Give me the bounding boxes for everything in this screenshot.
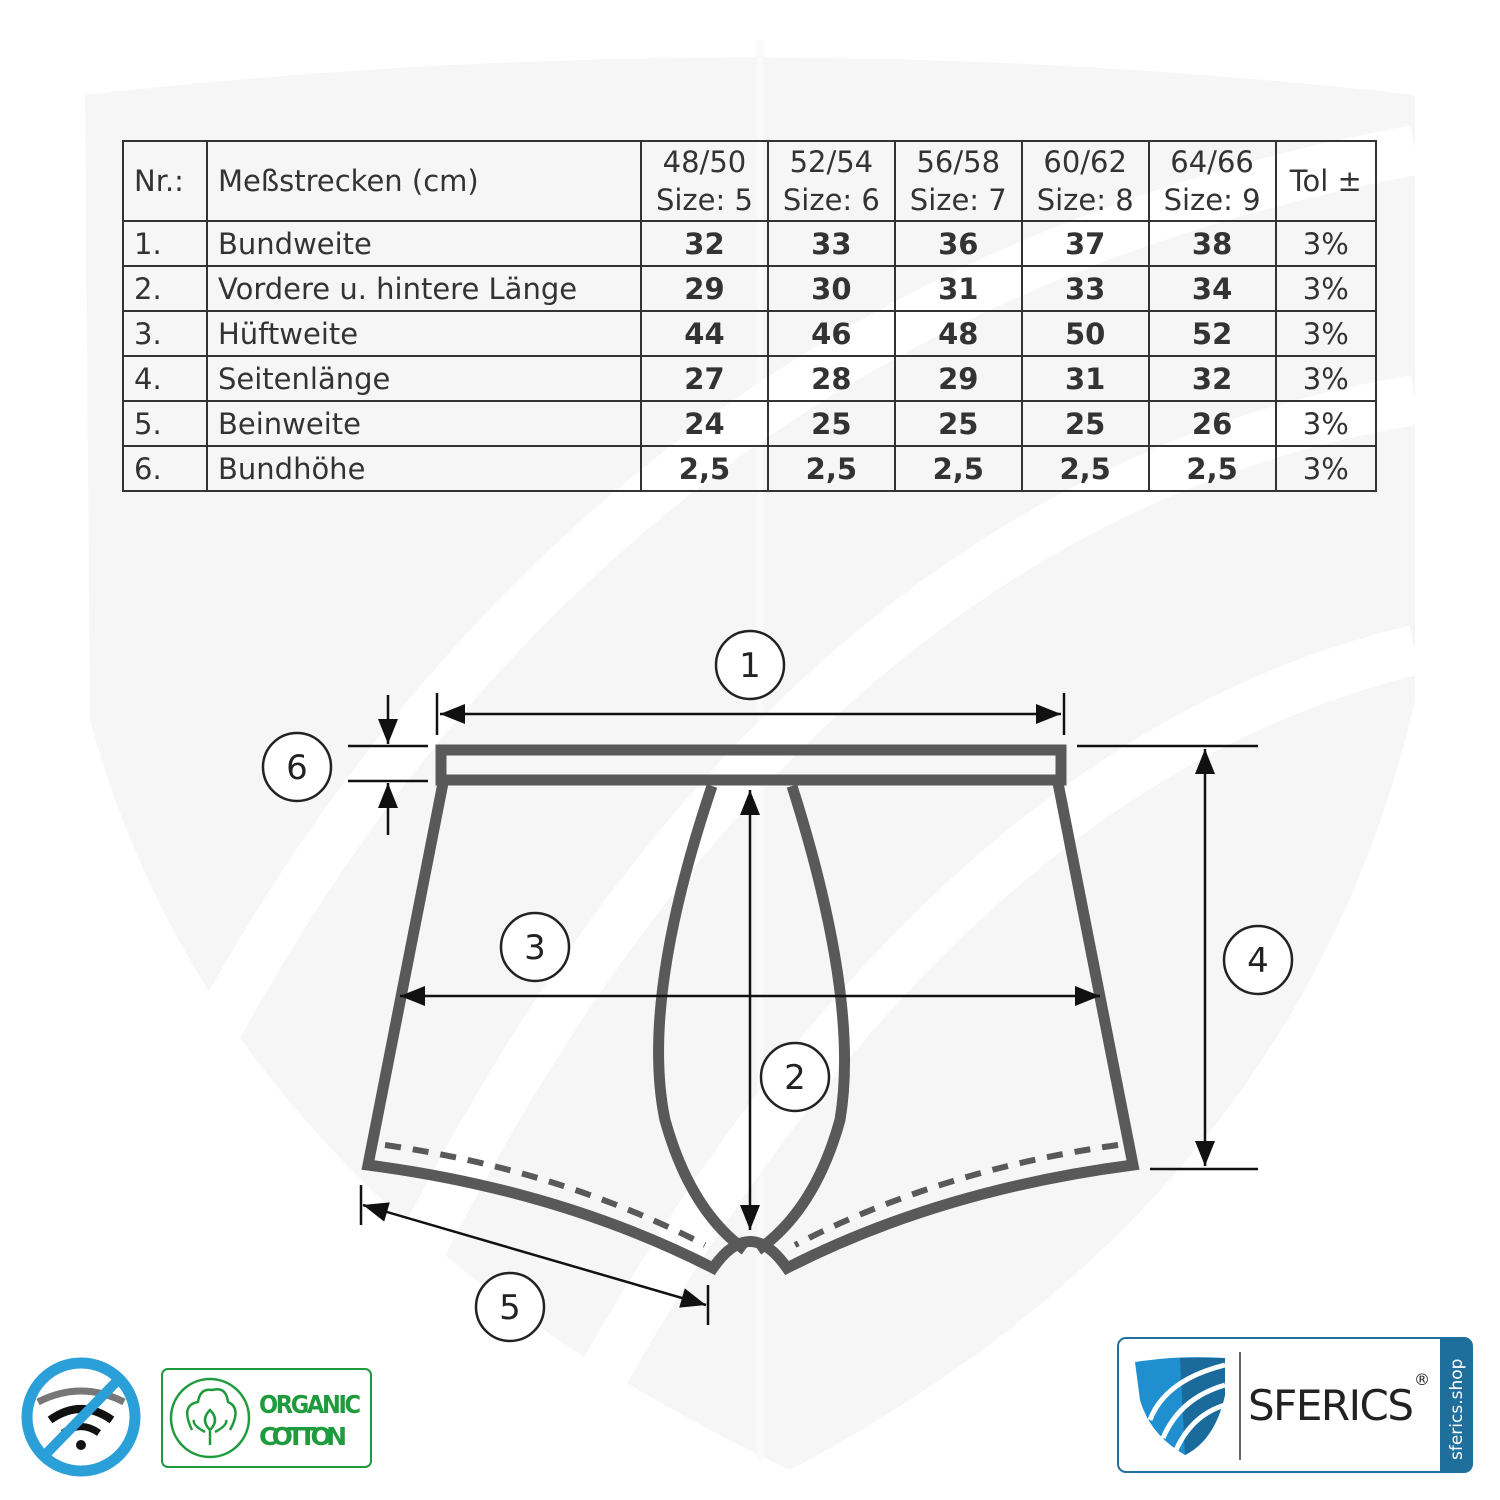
row-value: 2,5 — [893, 445, 1023, 492]
row-tolerance: 3% — [1274, 265, 1378, 312]
no-wifi-icon — [21, 1357, 141, 1477]
row-value: 32 — [1147, 355, 1277, 402]
organic-cotton-badge: ORGANIC COTTON — [161, 1368, 372, 1468]
row-value: 32 — [640, 220, 769, 267]
row-nr: 5. — [122, 400, 208, 447]
callout-3: 3 — [499, 911, 571, 983]
svg-text:SFERICS: SFERICS — [1248, 1381, 1414, 1430]
row-value: 25 — [766, 400, 896, 447]
row-value: 27 — [640, 355, 769, 402]
svg-text:6: 6 — [286, 748, 308, 788]
row-value: 34 — [1147, 265, 1277, 312]
header-tol: Tol ± — [1274, 140, 1378, 222]
measure-lines — [348, 693, 1258, 1325]
svg-text:sferics.shop: sferics.shop — [1447, 1359, 1467, 1460]
row-measure: Bundhöhe — [206, 445, 642, 492]
shield-logo-icon — [1135, 1357, 1226, 1455]
garment-outline — [361, 744, 1140, 1276]
row-value: 48 — [893, 310, 1023, 357]
svg-text:4: 4 — [1247, 941, 1269, 981]
row-value: 29 — [640, 265, 769, 312]
header-measure: Meßstrecken (cm) — [206, 140, 642, 222]
row-value: 2,5 — [640, 445, 769, 492]
row-measure: Seitenlänge — [206, 355, 642, 402]
header-nr: Nr.: — [122, 140, 208, 222]
sferics-logo: SFERICS ® sferics.shop — [1117, 1337, 1473, 1473]
row-tolerance: 3% — [1274, 310, 1378, 357]
row-value: 30 — [766, 265, 896, 312]
row-value: 24 — [640, 400, 769, 447]
row-nr: 6. — [122, 445, 208, 492]
row-value: 46 — [766, 310, 896, 357]
row-value: 52 — [1147, 310, 1277, 357]
row-tolerance: 3% — [1274, 355, 1378, 402]
row-value: 33 — [766, 220, 896, 267]
callout-1: 1 — [714, 629, 786, 701]
row-tolerance: 3% — [1274, 400, 1378, 447]
row-value: 33 — [1020, 265, 1150, 312]
row-measure: Beinweite — [206, 400, 642, 447]
row-measure: Hüftweite — [206, 310, 642, 357]
row-value: 2,5 — [766, 445, 896, 492]
svg-text:1: 1 — [739, 646, 761, 686]
row-value: 44 — [640, 310, 769, 357]
row-value: 31 — [893, 265, 1023, 312]
row-measure: Bundweite — [206, 220, 642, 267]
row-value: 29 — [893, 355, 1023, 402]
row-value: 2,5 — [1147, 445, 1277, 492]
svg-text:COTTON: COTTON — [259, 1422, 347, 1451]
row-tolerance: 3% — [1274, 445, 1378, 492]
callout-5: 5 — [474, 1271, 546, 1343]
row-nr: 3. — [122, 310, 208, 357]
svg-text:2: 2 — [784, 1058, 806, 1098]
row-nr: 2. — [122, 265, 208, 312]
row-value: 37 — [1020, 220, 1150, 267]
row-value: 2,5 — [1020, 445, 1150, 492]
svg-text:®: ® — [1414, 1370, 1430, 1389]
row-value: 38 — [1147, 220, 1277, 267]
row-value: 50 — [1020, 310, 1150, 357]
row-value: 26 — [1147, 400, 1277, 447]
row-value: 28 — [766, 355, 896, 402]
cotton-icon — [169, 1377, 251, 1459]
svg-text:ORGANIC: ORGANIC — [259, 1390, 361, 1419]
row-value: 25 — [893, 400, 1023, 447]
svg-text:3: 3 — [524, 928, 546, 968]
callout-4: 4 — [1222, 924, 1294, 996]
row-value: 31 — [1020, 355, 1150, 402]
row-tolerance: 3% — [1274, 220, 1378, 267]
svg-text:5: 5 — [499, 1288, 521, 1328]
row-value: 25 — [1020, 400, 1150, 447]
callout-2: 2 — [759, 1041, 831, 1113]
row-value: 36 — [893, 220, 1023, 267]
row-measure: Vordere u. hintere Länge — [206, 265, 642, 312]
row-nr: 1. — [122, 220, 208, 267]
row-nr: 4. — [122, 355, 208, 402]
callout-6: 6 — [261, 731, 333, 803]
